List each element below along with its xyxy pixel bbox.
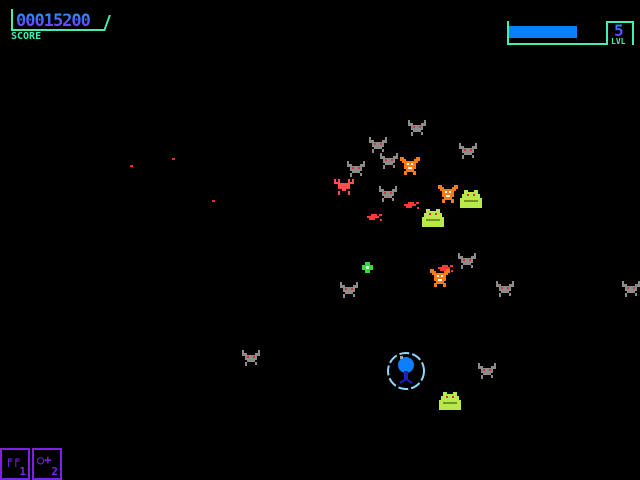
score-label: SCORE [11,31,42,42]
score-frame [11,9,98,31]
gray-bug-enemy [368,136,388,154]
player-ship-with-shield[interactable] [386,351,426,391]
gray-bug-enemy [378,185,398,203]
gray-bug-enemy [457,252,477,270]
green-slime-enemy [422,209,444,227]
score-value: 00015200 [16,11,91,31]
red-crab-enemy [334,177,354,195]
orbit-shield-icon: ○+ [37,453,52,467]
gray-bug-enemy [621,280,640,298]
level-label: LVL [611,37,626,46]
orange-beetle-enemy [400,157,420,175]
gray-bug-enemy [241,349,261,367]
gray-bug-enemy [495,280,515,298]
green-slime-enemy [460,190,482,208]
orange-beetle-enemy [438,185,458,203]
enemy-projectile [438,265,454,273]
energy-bar-frame [507,21,606,45]
gray-bug-enemy [458,142,478,160]
enemy-projectile [172,158,176,161]
gray-bug-enemy [379,152,399,170]
item-count: 1 [19,465,26,478]
inventory-slot-rapid-fire[interactable]: ╒╒ 1 [0,448,30,480]
enemy-projectile [130,165,134,168]
gray-bug-enemy [339,281,359,299]
enemy-projectile [367,214,383,222]
enemy-projectile [404,202,420,210]
gray-bug-enemy [477,362,497,380]
enemy-projectile [212,200,216,203]
gray-bug-enemy [407,119,427,137]
orange-beetle-enemy [430,269,450,287]
green-slime-enemy [439,392,461,410]
energy-bar-fill [509,26,577,38]
level-value: 5 [614,21,624,40]
inventory-slot-orbit-shield[interactable]: ○+ 2 [32,448,62,480]
item-count: 2 [51,465,58,478]
rapid-fire-icon: ╒╒ [5,453,20,467]
gray-bug-enemy [346,160,366,178]
level-frame [606,21,634,45]
green-gem-pickup [362,262,373,273]
